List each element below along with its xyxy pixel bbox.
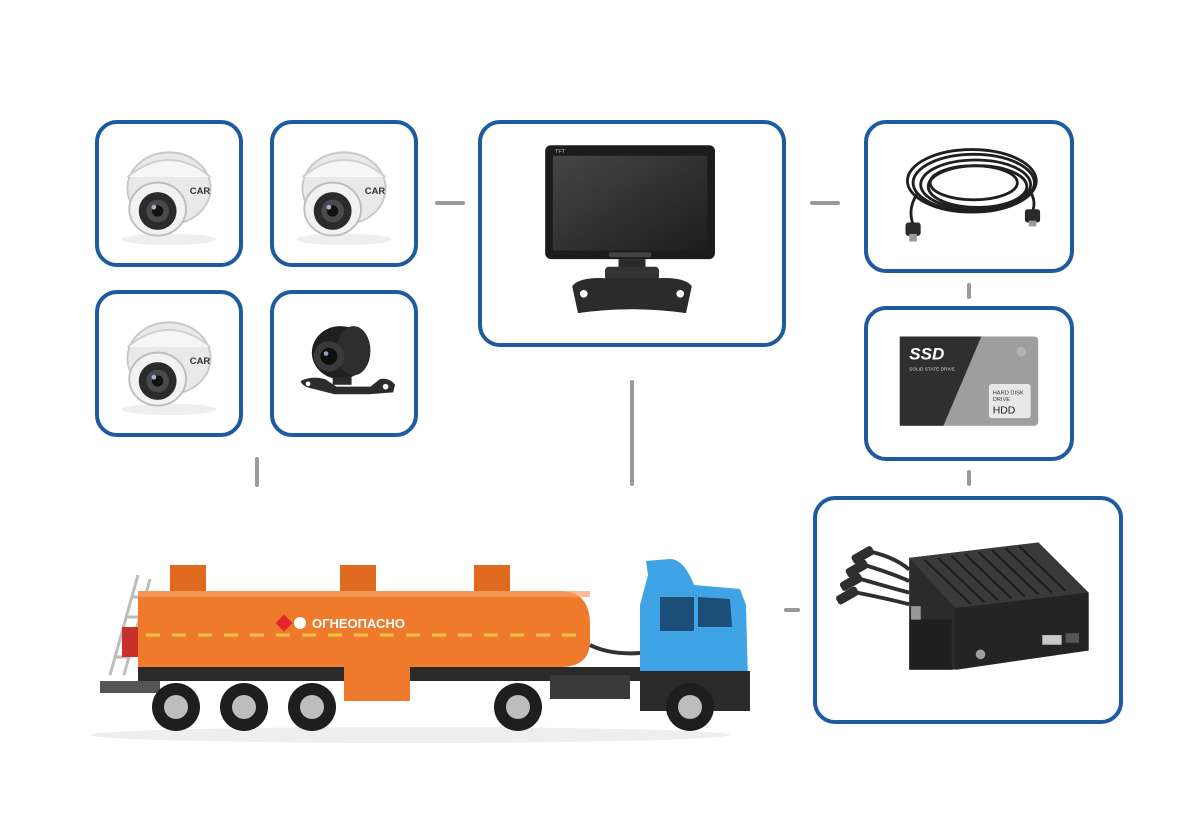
storage-card: SSD SOLID STATE DRIVE HARD DISK DRIVE HD… [864,306,1074,461]
dome-camera-card-1: CAR [95,120,243,267]
mobile-dvr-icon [836,542,1089,670]
dome-camera-card-2: CAR [270,120,418,267]
hdd-line2: DRIVE [993,397,1011,403]
hdd-line1: HARD DISK [993,390,1024,396]
fuel-tanker-truck-icon: ОГНЕОПАСНО [90,559,750,743]
brand-label: CAR [365,186,386,197]
dome-camera-icon: CAR [296,151,392,246]
hdd-label: HDD [993,405,1016,416]
dvr-card [813,496,1123,724]
connector-storage-dvr [967,470,971,486]
connector-dvr-truck [784,608,800,612]
tank-warning-text: ОГНЕОПАСНО [312,616,405,631]
mini-camera-card [270,290,418,437]
ssd-sublabel: SOLID STATE DRIVE [909,367,955,373]
monitor-label: TFT [555,149,566,155]
connector-cameras-monitor [435,201,465,205]
monitor-icon: TFT [545,145,715,314]
mini-camera-icon [300,326,396,395]
cable-card [864,120,1074,273]
dome-camera-card-3: CAR [95,290,243,437]
connector-monitor-cable [810,201,840,205]
ssd-label: SSD [909,344,944,363]
dome-camera-icon: CAR [121,321,217,416]
dome-camera-icon: CAR [121,151,217,246]
brand-label: CAR [190,186,211,197]
connector-monitor-truck [630,380,634,486]
ssd-hdd-icon: SSD SOLID STATE DRIVE HARD DISK DRIVE HD… [899,336,1039,426]
connector-cable-storage [967,283,971,299]
monitor-card: TFT [478,120,786,347]
extension-cable-icon [905,148,1041,242]
connector-cameras-truck [255,457,259,487]
brand-label: CAR [190,356,211,367]
